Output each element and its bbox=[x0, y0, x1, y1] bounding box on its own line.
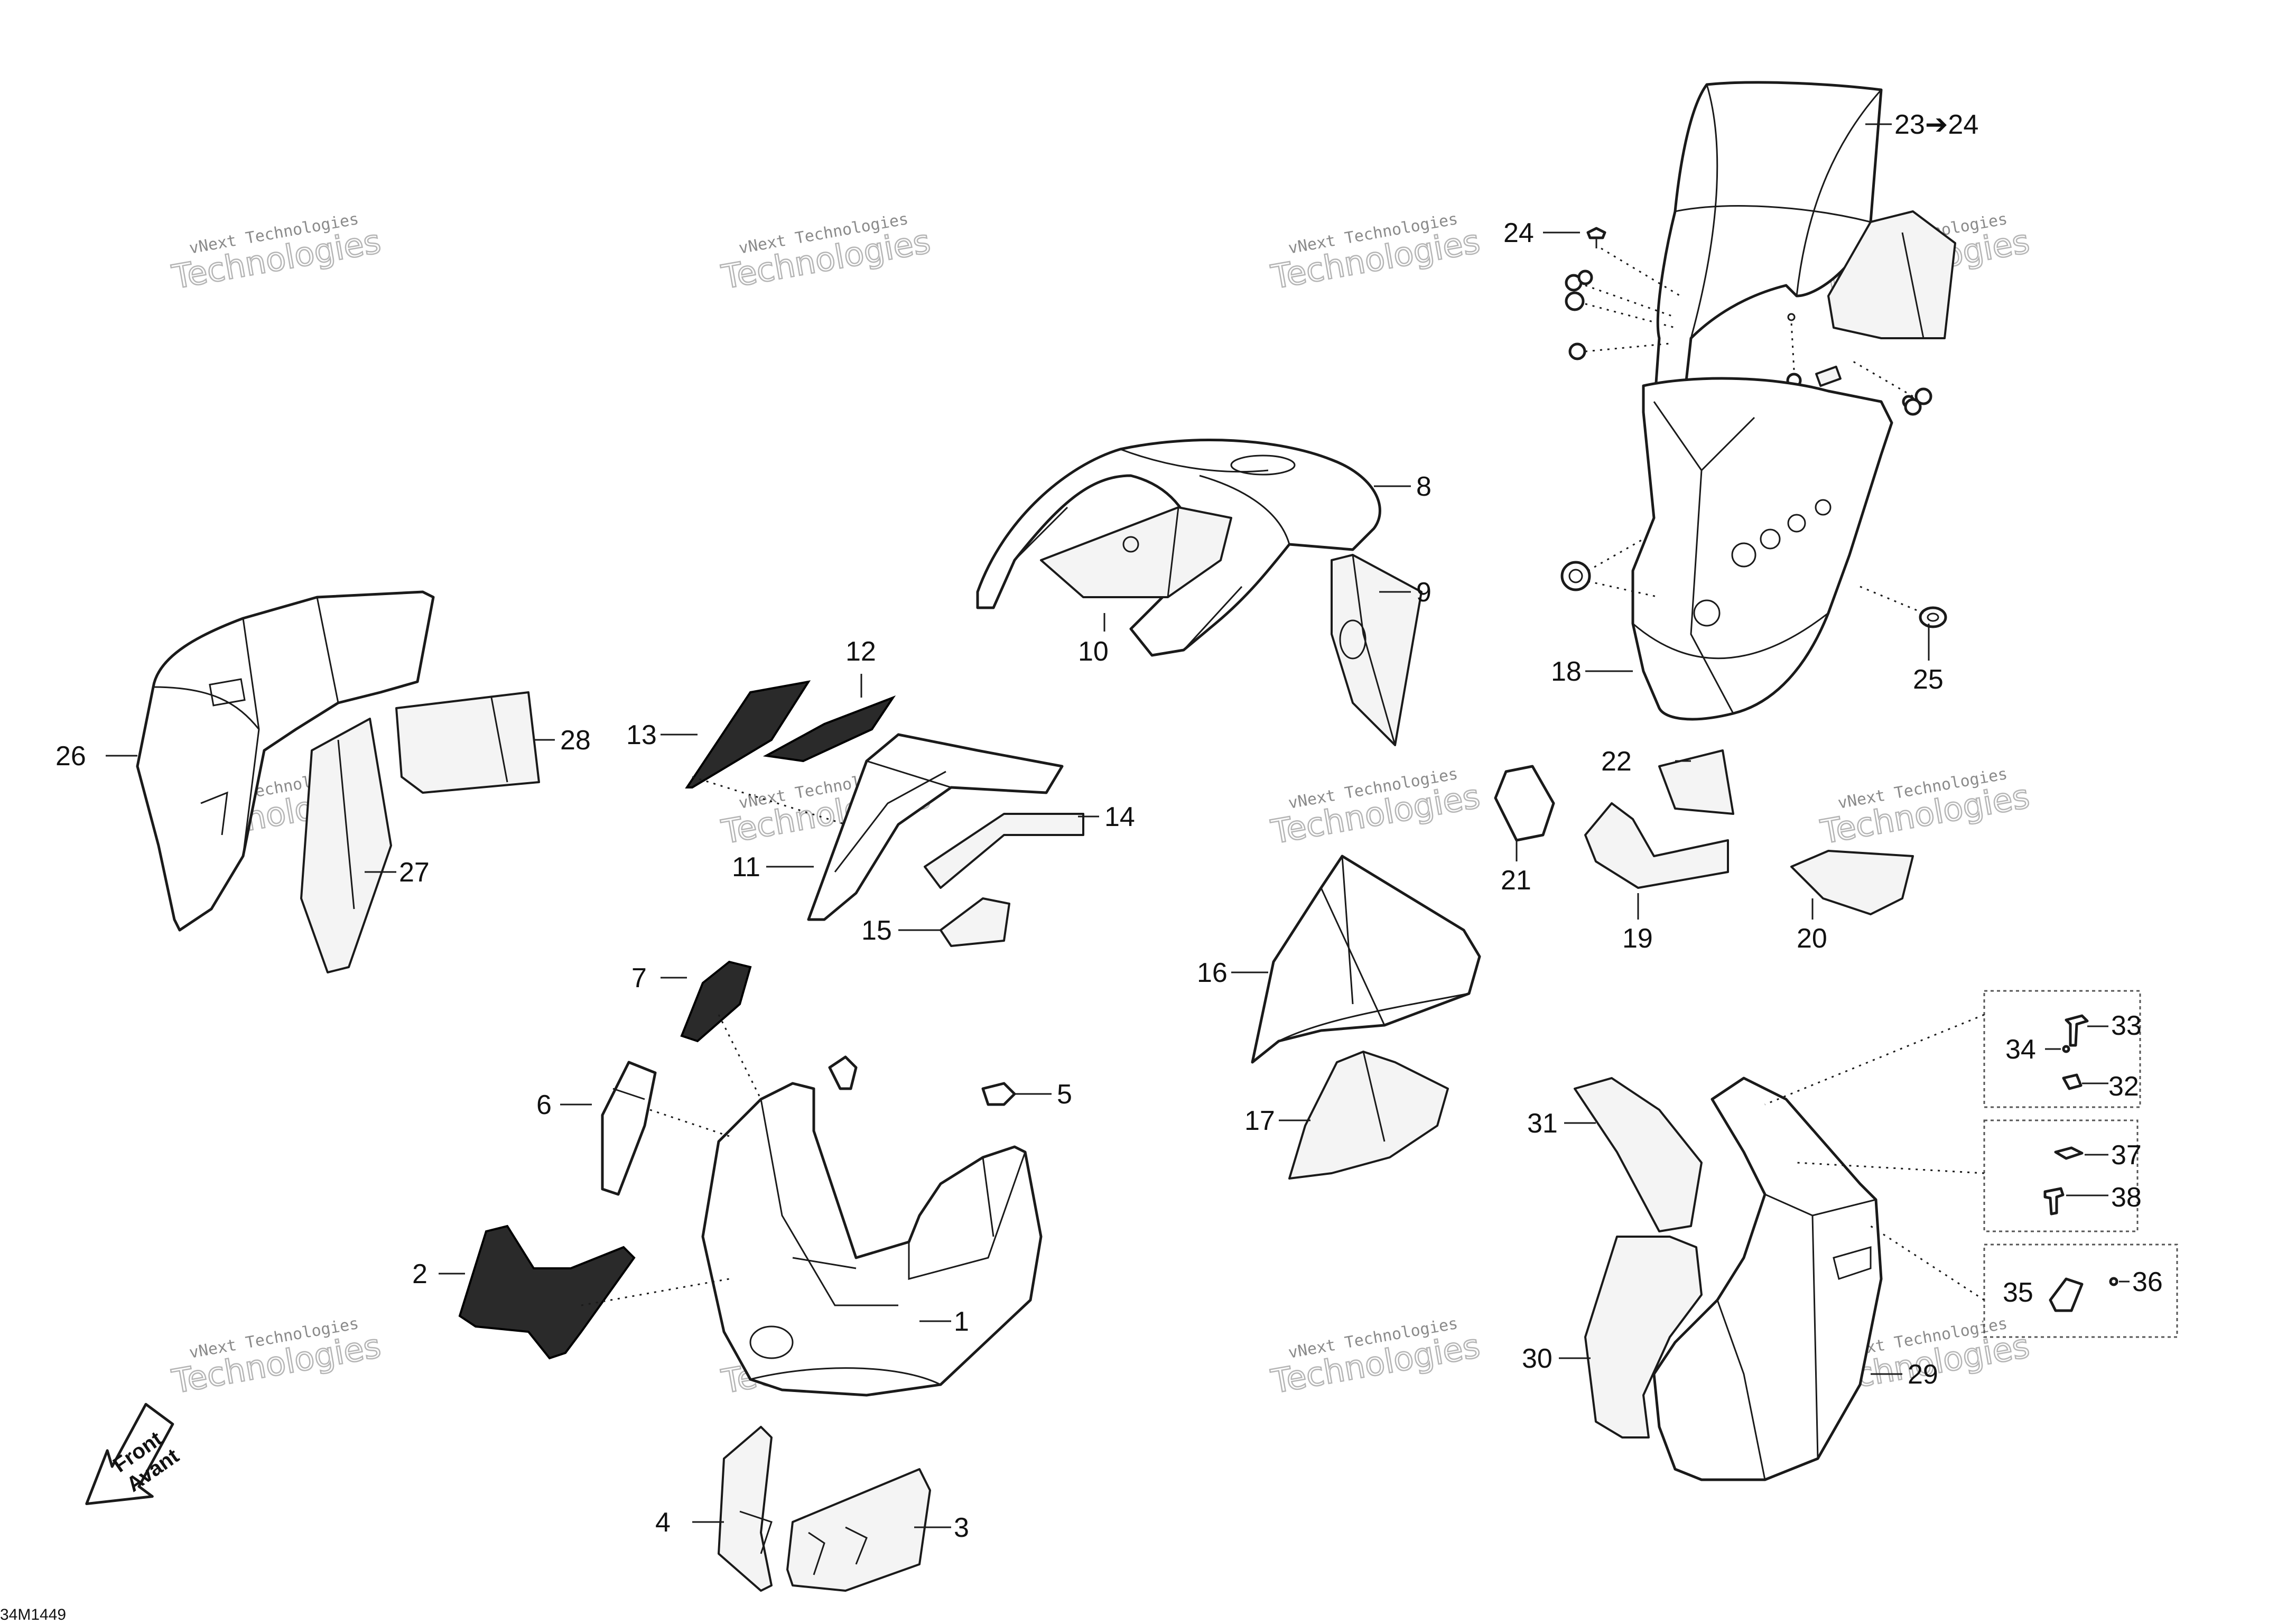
front-fascia-part bbox=[701, 1082, 1043, 1397]
callout-8: 8 bbox=[1416, 471, 1431, 502]
callout-27: 27 bbox=[399, 857, 430, 888]
part-13-mesh bbox=[685, 680, 811, 788]
fastener-5 bbox=[828, 1055, 1036, 1106]
callout-28: 28 bbox=[560, 725, 591, 756]
part-19 bbox=[1584, 802, 1729, 889]
pad-14 bbox=[924, 813, 1084, 889]
callout-16: 16 bbox=[1197, 958, 1228, 988]
callout-1: 1 bbox=[954, 1306, 969, 1337]
callout-34: 34 bbox=[2005, 1034, 2036, 1065]
callout-18: 18 bbox=[1551, 656, 1582, 687]
side-panel-30 bbox=[1584, 1236, 1703, 1439]
callout-32: 32 bbox=[2108, 1071, 2139, 1102]
callout-37: 37 bbox=[2111, 1140, 2142, 1171]
callout-6: 6 bbox=[536, 1090, 552, 1120]
side-panel-29 bbox=[1652, 1077, 1883, 1481]
hardware-box-upper bbox=[1983, 990, 2141, 1108]
callout-36: 36 bbox=[2132, 1267, 2163, 1297]
callout-38: 38 bbox=[2111, 1182, 2142, 1213]
part-20 bbox=[1790, 850, 1914, 915]
callout-17: 17 bbox=[1244, 1106, 1275, 1136]
callout-29: 29 bbox=[1908, 1359, 1938, 1390]
side-panel-17 bbox=[1288, 1051, 1449, 1180]
callout-31: 31 bbox=[1527, 1108, 1558, 1139]
side-panel-31 bbox=[1574, 1077, 1703, 1232]
callout-25: 25 bbox=[1913, 664, 1944, 695]
windshield-part bbox=[1652, 81, 1956, 440]
callout-7: 7 bbox=[631, 963, 647, 994]
side-panel-9 bbox=[1331, 554, 1423, 746]
callout-14: 14 bbox=[1104, 802, 1135, 832]
vent-7 bbox=[680, 960, 752, 1043]
panel-27 bbox=[300, 718, 392, 973]
callout-11: 11 bbox=[732, 852, 760, 883]
callout-12: 12 bbox=[845, 636, 876, 667]
bracket-6 bbox=[601, 1061, 657, 1196]
callout-30: 30 bbox=[1522, 1343, 1553, 1374]
callout-22: 22 bbox=[1601, 746, 1632, 777]
pad-15 bbox=[940, 897, 1010, 947]
callout-20: 20 bbox=[1797, 923, 1827, 954]
callout-33: 33 bbox=[2111, 1010, 2142, 1041]
grommets-25 bbox=[1560, 538, 1947, 628]
callout-24: 24 bbox=[1503, 218, 1534, 248]
callout-35: 35 bbox=[2003, 1277, 2033, 1308]
windshield-screws bbox=[1565, 227, 1932, 416]
callout-26: 26 bbox=[55, 741, 86, 772]
top-cowl-part bbox=[976, 439, 1381, 657]
part-21 bbox=[1494, 765, 1555, 842]
part-22 bbox=[1658, 749, 1734, 815]
part-12-mesh bbox=[763, 695, 896, 763]
panel-4 bbox=[718, 1426, 773, 1592]
callout-10: 10 bbox=[1078, 636, 1109, 667]
panel-28 bbox=[395, 691, 540, 794]
side-frame-11 bbox=[807, 733, 1064, 921]
panel-3 bbox=[786, 1468, 931, 1592]
hardware-box-lower bbox=[1983, 1243, 2178, 1338]
callout-15: 15 bbox=[861, 915, 892, 946]
gauge-housing-part bbox=[1631, 377, 1893, 721]
grille-2 bbox=[458, 1224, 636, 1360]
callout-21: 21 bbox=[1501, 865, 1531, 896]
callout-13: 13 bbox=[626, 720, 657, 750]
hardware-box-middle bbox=[1983, 1119, 2139, 1232]
callout-2: 2 bbox=[412, 1259, 427, 1289]
side-panel-16 bbox=[1251, 855, 1481, 1064]
side-panel-26 bbox=[136, 590, 435, 932]
callout-numbers: 1 2 3 4 5 6 7 8 9 10 11 12 13 14 15 16 1… bbox=[55, 109, 2163, 1543]
callout-3: 3 bbox=[954, 1512, 969, 1543]
callout-5: 5 bbox=[1057, 1079, 1072, 1110]
callout-23-24: 23➔24 bbox=[1894, 109, 1978, 140]
pad-10 bbox=[1040, 506, 1232, 598]
callout-leaders bbox=[106, 123, 1930, 1528]
front-direction-arrow: Front Avant bbox=[85, 1403, 183, 1506]
callout-9: 9 bbox=[1416, 577, 1431, 608]
callout-4: 4 bbox=[655, 1507, 671, 1538]
callout-19: 19 bbox=[1622, 923, 1653, 954]
drawing-reference: 34M1449 bbox=[0, 1606, 66, 1623]
